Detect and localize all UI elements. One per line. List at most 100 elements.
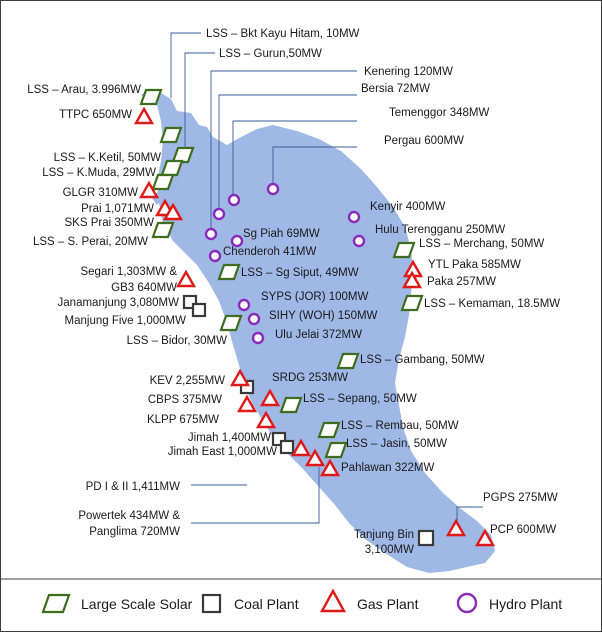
solar-marker-sepang (279, 396, 303, 414)
label-powertek-2: Panglima 720MW (89, 526, 180, 538)
label-bersia: Bersia 72MW (361, 83, 430, 95)
label-bidor: LSS – Bidor, 30MW (127, 335, 227, 347)
legend-gas-icon (319, 588, 347, 613)
label-chenderoh: Chenderoh 41MW (223, 246, 316, 258)
hydro-marker-bersia (212, 207, 226, 221)
label-srdg: SRDG 253MW (272, 372, 348, 384)
label-cbps: CBPS 375MW (148, 394, 222, 406)
gas-marker-klpp (255, 410, 277, 429)
label-janamanjung: Janamanjung 3,080MW (58, 297, 180, 309)
hydro-marker-hulu-terengganu (352, 234, 366, 248)
solar-marker-sg-siput (217, 263, 241, 281)
legend-solar-label: Large Scale Solar (81, 596, 193, 612)
gas-marker-srdg (259, 388, 281, 407)
label-s-perai: LSS – S. Perai, 20MW (33, 236, 148, 248)
solar-marker-k-ketil (171, 146, 195, 164)
label-ulu-jelai: Ulu Jelai 372MW (275, 329, 362, 341)
label-pd: PD I & II 1,411MW (86, 481, 181, 493)
hydro-marker-chenderoh (208, 249, 222, 263)
plant-labels: LSS – Bkt Kayu Hitam, 10MW LSS – Gurun,5… (27, 28, 560, 556)
label-ytl-paka: YTL Paka 585MW (428, 259, 521, 271)
label-k-ketil: LSS – K.Ketil, 50MW (54, 152, 162, 164)
gas-marker-glgr (138, 180, 160, 199)
label-glgr: GLGR 310MW (63, 187, 139, 199)
label-kev: KEV 2,255MW (150, 375, 226, 387)
legend-hydro-label: Hydro Plant (489, 596, 562, 612)
label-jasin: LSS – Jasin, 50MW (346, 438, 447, 450)
legend: Large Scale Solar Coal Plant Gas Plant H… (41, 588, 562, 614)
gas-marker-pd-2 (304, 448, 326, 467)
solar-marker-gambang (336, 352, 360, 370)
label-hulu-terengganu: Hulu Terengganu 250MW (375, 224, 505, 236)
legend-hydro-icon (456, 592, 478, 614)
solar-marker-jasin (324, 441, 348, 459)
legend-gas-label: Gas Plant (357, 596, 419, 612)
label-kenering: Kenering 120MW (364, 66, 453, 78)
gas-marker-pgps (445, 518, 467, 537)
coal-marker-jimah-east (279, 439, 295, 455)
leader-lines (170, 32, 483, 529)
gas-marker-pd (290, 438, 312, 457)
label-segari-1: Segari 1,303MW & (80, 266, 177, 278)
peninsula-landmass (157, 93, 495, 573)
gas-marker-sks-prai (162, 202, 184, 221)
label-ttpc: TTPC 650MW (59, 109, 132, 121)
label-pergau: Pergau 600MW (384, 135, 464, 147)
label-manjung-five: Manjung Five 1,000MW (65, 315, 187, 327)
solar-marker-k-muda (160, 159, 184, 177)
label-sg-piah: Sg Piah 69MW (243, 228, 320, 240)
label-sihy: SIHY (WOH) 150MW (269, 310, 378, 322)
label-kemaman: LSS – Kemaman, 18.5MW (424, 298, 560, 310)
hydro-marker-kenyir (347, 210, 361, 224)
label-prai: Prai 1,071MW (81, 203, 154, 215)
solar-marker-rembau (317, 421, 341, 439)
solar-marker-arau (139, 88, 163, 106)
legend-solar-icon (41, 593, 71, 614)
label-tanjung-bin-1: Tanjung Bin (354, 529, 414, 541)
solar-marker-merchang (392, 241, 416, 259)
label-sepang: LSS – Sepang, 50MW (303, 393, 417, 405)
label-k-muda: LSS – K.Muda, 29MW (42, 167, 156, 179)
gas-marker-paka (401, 270, 423, 289)
label-arau: LSS – Arau, 3.996MW (27, 84, 141, 96)
label-jimah: Jimah 1,400MW (188, 432, 271, 444)
gas-marker-pcp (474, 528, 496, 547)
label-temenggor: Temenggor 348MW (389, 107, 489, 119)
label-paka: Paka 257MW (427, 276, 496, 288)
label-kenyir: Kenyir 400MW (370, 201, 446, 213)
hydro-marker-kenering (227, 193, 241, 207)
label-bkt-kayu-hitam: LSS – Bkt Kayu Hitam, 10MW (206, 28, 360, 40)
coal-marker-tanjung-bin (417, 529, 435, 547)
label-sg-siput: LSS – Sg Siput, 49MW (241, 267, 359, 279)
hydro-marker-ulu-jelai (251, 331, 265, 345)
label-jimah-east: Jimah East 1,000MW (168, 446, 277, 458)
legend-coal-label: Coal Plant (234, 596, 299, 612)
solar-marker-kemaman (400, 294, 424, 312)
gas-markers (133, 106, 496, 547)
gas-marker-segari (175, 269, 197, 288)
legend-coal-icon (201, 593, 222, 614)
hydro-marker-syps (237, 298, 251, 312)
label-pgps: PGPS 275MW (483, 492, 558, 504)
label-powertek-1: Powertek 434MW & (78, 510, 180, 522)
label-syps: SYPS (JOR) 100MW (261, 291, 368, 303)
gas-marker-ttpc (133, 106, 155, 125)
label-pcp: PCP 600MW (490, 524, 556, 536)
gas-marker-pahlawan (319, 458, 341, 477)
label-segari-2: GB3 640MW (111, 282, 177, 294)
hydro-marker-sihy (247, 312, 261, 326)
label-rembau: LSS – Rembau, 50MW (341, 420, 459, 432)
hydro-marker-sg-piah (230, 234, 244, 248)
hydro-markers (204, 182, 366, 345)
hydro-marker-pergau (266, 182, 280, 196)
label-merchang: LSS – Merchang, 50MW (419, 238, 544, 250)
label-klpp: KLPP 675MW (147, 414, 219, 426)
label-tanjung-bin-2: 3,100MW (365, 544, 414, 556)
label-pahlawan: Pahlawan 322MW (341, 462, 434, 474)
solar-marker-s-perai (151, 221, 175, 239)
solar-marker-gurun (151, 173, 175, 191)
label-gurun: LSS – Gurun,50MW (219, 48, 322, 60)
label-sks-prai: SKS Prai 350MW (65, 217, 155, 229)
